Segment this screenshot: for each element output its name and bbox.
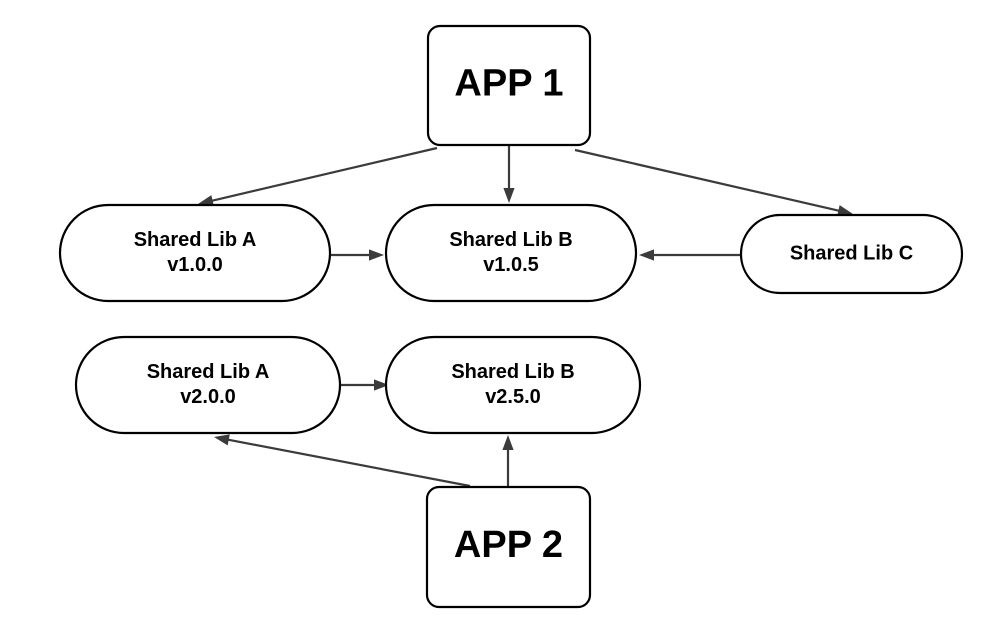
node-libC[interactable]: Shared Lib C xyxy=(739,213,964,295)
node-label-line: v2.0.0 xyxy=(180,386,236,408)
node-label-line: Shared Lib A xyxy=(134,229,257,251)
node-label-line: v1.0.5 xyxy=(483,254,539,276)
edge-app2-to-libA2 xyxy=(214,434,471,488)
app-node-shape[interactable] xyxy=(425,485,592,609)
edge-layer xyxy=(198,146,853,488)
node-label-line: v1.0.0 xyxy=(167,254,223,276)
node-libB1[interactable]: Shared Lib B v1.0.5 xyxy=(384,203,638,303)
arrowhead-icon xyxy=(502,435,514,450)
arrowhead-icon xyxy=(374,379,389,391)
node-label-line: Shared Lib B xyxy=(451,361,574,383)
edge-app1-to-libB1 xyxy=(503,146,515,203)
node-app1[interactable]: APP 1 xyxy=(426,24,592,147)
edge-libA1-to-libB1 xyxy=(331,249,384,261)
arrowhead-icon xyxy=(639,249,654,261)
node-label-line: Shared Lib B xyxy=(449,229,572,251)
arrowhead-icon xyxy=(214,434,230,446)
node-label-line: APP 2 xyxy=(454,524,563,566)
arrowhead-icon xyxy=(503,188,515,203)
node-libA2[interactable]: Shared Lib A v2.0.0 xyxy=(74,335,342,435)
library-node-shape[interactable] xyxy=(384,203,638,303)
edge-line xyxy=(210,146,438,203)
node-libB2[interactable]: Shared Lib B v2.5.0 xyxy=(384,335,642,435)
arrowhead-icon xyxy=(369,249,384,261)
node-label-line: v2.5.0 xyxy=(485,386,541,408)
edge-app1-to-libC xyxy=(574,148,853,217)
app-node-shape[interactable] xyxy=(426,24,592,147)
arrowhead-icon xyxy=(837,205,853,217)
library-node-shape[interactable] xyxy=(384,335,642,435)
edge-app1-to-libA1 xyxy=(198,146,438,207)
library-node-shape[interactable] xyxy=(58,203,332,303)
edge-line xyxy=(574,148,841,213)
edge-libA2-to-libB2 xyxy=(341,379,389,391)
node-libA1[interactable]: Shared Lib A v1.0.0 xyxy=(58,203,332,303)
node-label-line: APP 1 xyxy=(454,63,563,105)
node-label-line: Shared Lib C xyxy=(790,242,913,264)
node-app2[interactable]: APP 2 xyxy=(425,485,592,609)
node-label-line: Shared Lib A xyxy=(147,361,270,383)
edge-libC-to-libB1 xyxy=(639,249,740,261)
edge-app2-to-libB2 xyxy=(502,435,514,486)
edge-line xyxy=(226,438,471,488)
arrowhead-icon xyxy=(198,195,214,207)
library-node-shape[interactable] xyxy=(739,213,964,295)
library-node-shape[interactable] xyxy=(74,335,342,435)
